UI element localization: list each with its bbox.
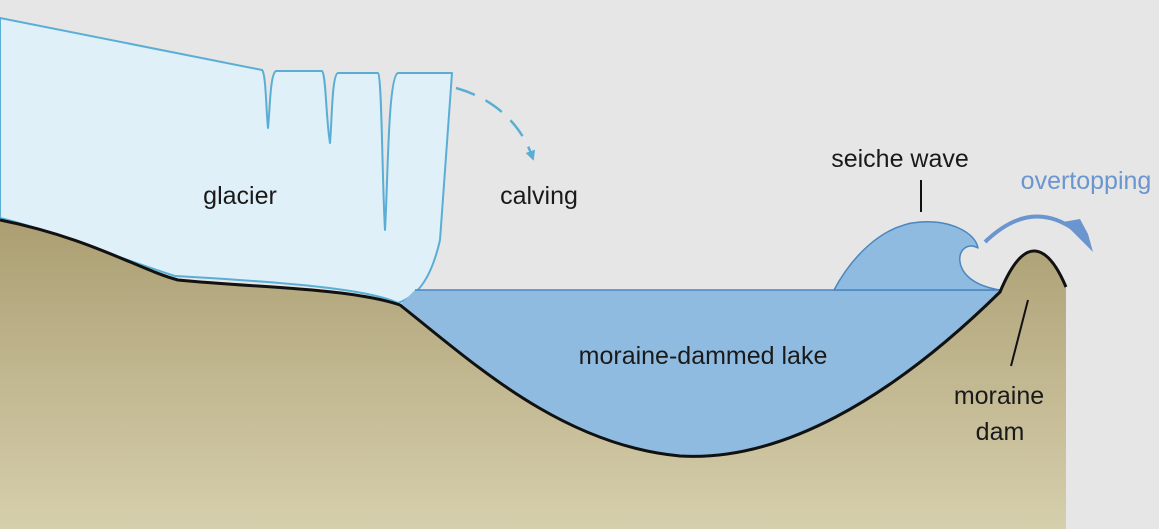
label-calving: calving bbox=[500, 182, 578, 210]
label-glacier: glacier bbox=[203, 182, 277, 210]
label-moraine: moraine bbox=[954, 382, 1044, 410]
label-dam: dam bbox=[976, 418, 1025, 446]
label-lake: moraine-dammed lake bbox=[579, 342, 828, 370]
label-overtopping: overtopping bbox=[1021, 167, 1152, 195]
label-seiche-wave: seiche wave bbox=[831, 145, 969, 173]
